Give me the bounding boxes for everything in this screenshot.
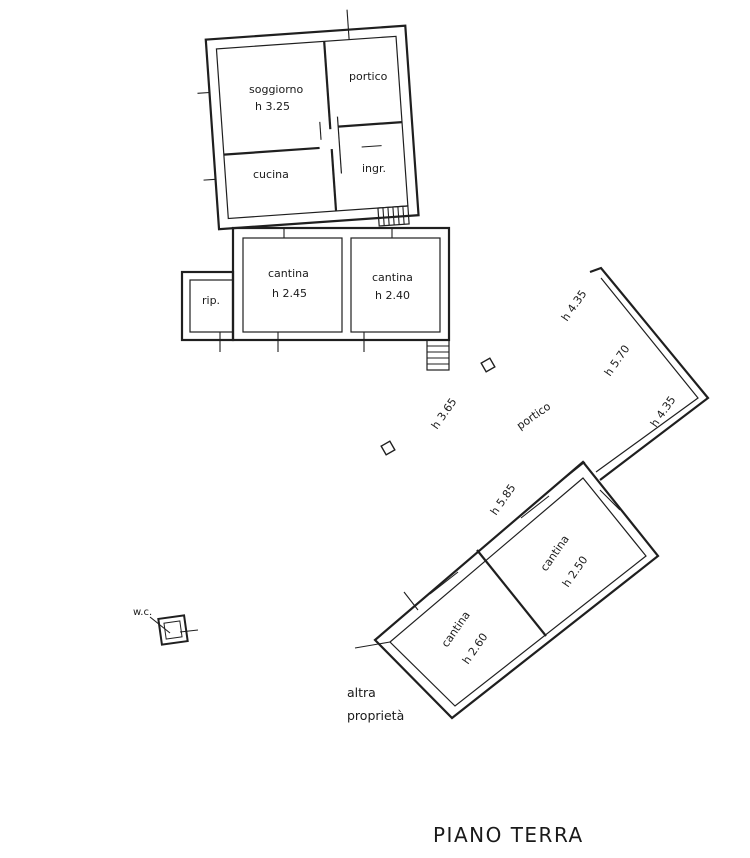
pillar — [380, 440, 396, 456]
room-height-soggiorno: h 3.25 — [255, 100, 290, 113]
lower-cantine-block — [354, 460, 660, 720]
room-height-cantina-c: h 2.50 — [560, 554, 591, 590]
stair-step — [387, 207, 390, 226]
portico-inner-wall — [595, 277, 699, 473]
height-label-portico-2: h 5.70 — [602, 343, 633, 379]
room-height-cantina-a: h 2.45 — [272, 287, 307, 300]
stair-step — [392, 206, 395, 225]
height-label-portico-4: h 3.65 — [429, 396, 460, 432]
note-neighbour-line1: altra — [347, 685, 376, 700]
pillar — [480, 357, 496, 373]
stairs — [426, 339, 450, 371]
upper-block — [197, 9, 420, 231]
opening-mark — [354, 641, 391, 649]
portico-large — [380, 266, 710, 481]
opening-mark — [429, 571, 459, 595]
opening-mark — [520, 495, 550, 519]
height-label-portico-5: h 5.85 — [488, 482, 519, 518]
room-height-cantina-d: h 2.60 — [460, 631, 491, 667]
room-label-soggiorno: soggiorno — [249, 83, 304, 96]
room-label-cucina: cucina — [253, 168, 289, 181]
partition-wall — [476, 549, 547, 637]
stair-step — [402, 206, 405, 225]
partition-wall — [223, 146, 320, 156]
partition-wall — [323, 41, 332, 130]
wc-outer-wall — [157, 614, 189, 646]
cantina-b-wall — [350, 237, 441, 333]
opening-mark — [346, 9, 350, 40]
note-neighbour-line2: proprietà — [347, 708, 404, 723]
opening-mark — [361, 145, 382, 148]
stair-step — [397, 206, 400, 225]
room-label-cantina-d: cantina — [439, 609, 473, 650]
room-height-cantina-b: h 2.40 — [375, 289, 410, 302]
cantine-block — [180, 226, 451, 371]
upper-block-inner-wall — [215, 35, 409, 220]
partition-wall — [336, 116, 343, 174]
wc-block — [149, 614, 199, 646]
opening-mark — [197, 91, 210, 94]
stairs — [377, 205, 410, 227]
room-label-ripostiglio: rip. — [202, 294, 220, 307]
opening-mark — [564, 461, 586, 479]
lower-block-inner-wall — [389, 477, 647, 707]
height-label-portico-1: h 4.35 — [559, 288, 590, 324]
stair-outline — [426, 339, 450, 371]
opening-mark — [319, 121, 322, 140]
room-label-cantina-a: cantina — [268, 267, 309, 280]
opening-mark — [403, 591, 419, 611]
upper-block-outer-wall — [204, 24, 420, 231]
room-label-portico-upper: portico — [349, 70, 388, 83]
opening-mark — [203, 178, 216, 181]
room-label-cantina-c: cantina — [538, 533, 572, 574]
cantine-outer-wall — [231, 226, 451, 342]
plan-title: PIANO TERRA — [433, 823, 584, 847]
partition-wall — [338, 121, 403, 128]
stair-step — [382, 207, 385, 226]
wc-inner-wall — [163, 620, 183, 640]
partition-wall — [330, 149, 338, 212]
cantina-a-wall — [242, 237, 343, 333]
lower-block-outer-wall — [373, 460, 660, 720]
ripostiglio-inner-wall — [189, 279, 234, 333]
portico-outer-wall — [589, 266, 710, 481]
room-label-ingresso: ingr. — [362, 162, 386, 175]
opening-mark — [179, 629, 199, 633]
room-label-cantina-b: cantina — [372, 271, 413, 284]
opening-mark — [599, 489, 621, 511]
room-label-portico-large: portico — [514, 400, 553, 433]
wc-leader-line — [149, 616, 171, 634]
room-label-wc: w.c. — [133, 607, 152, 618]
